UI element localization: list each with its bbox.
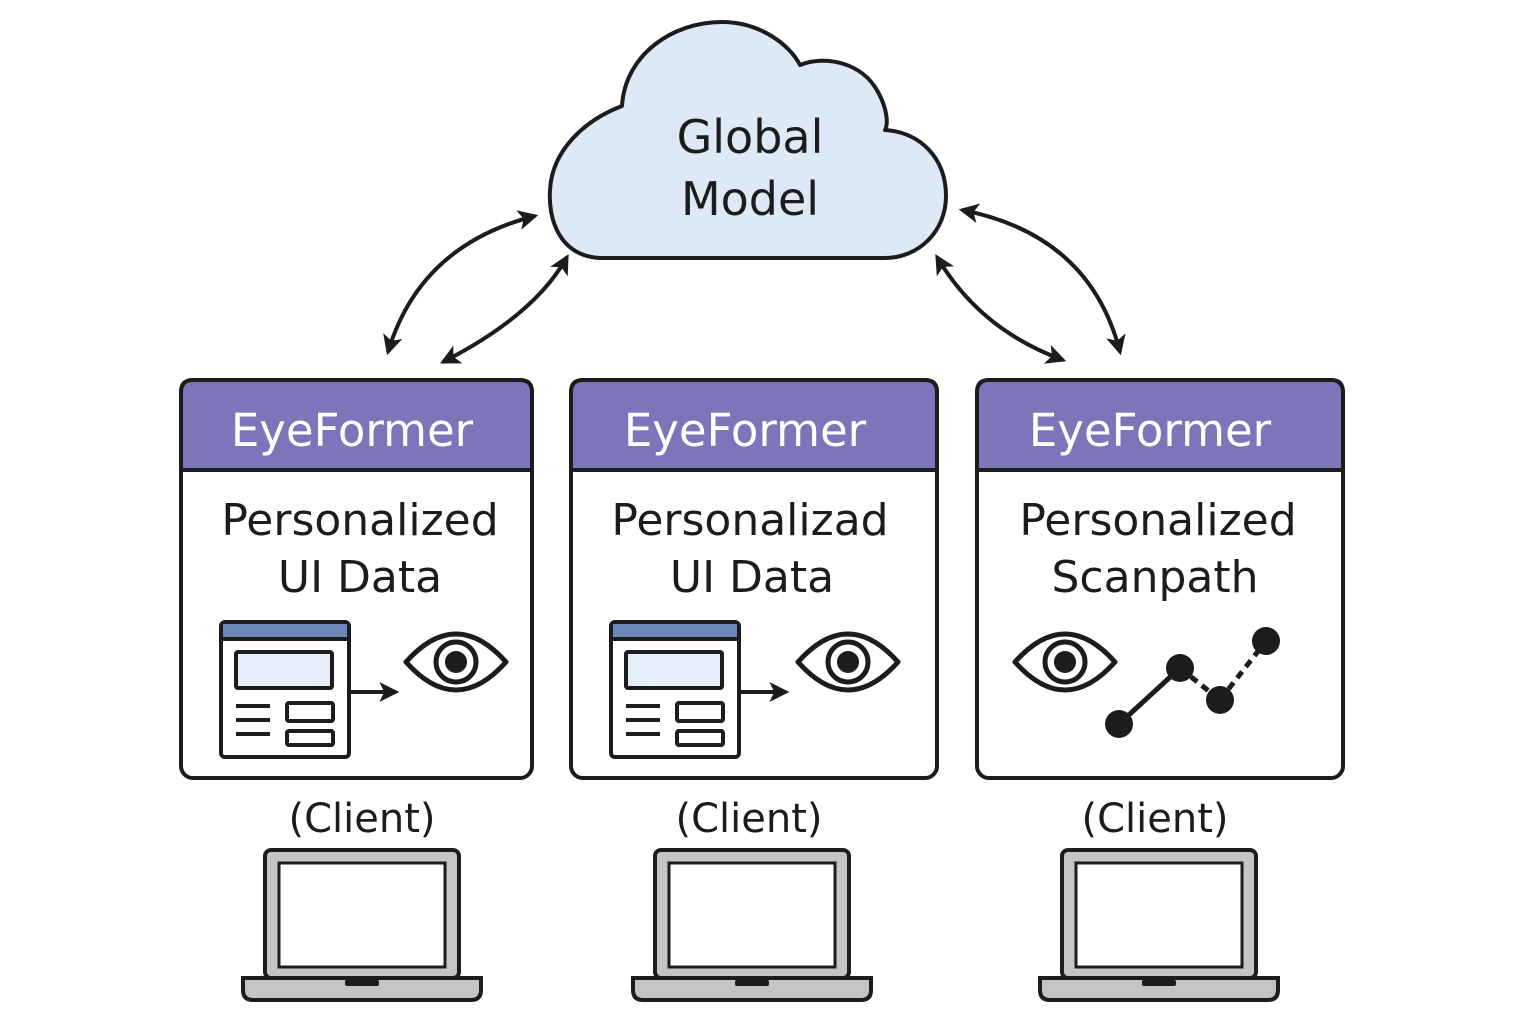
arrow-right-outer [958, 203, 1126, 356]
client-label-3: (Client) [1081, 796, 1228, 842]
laptop-icon-2 [631, 848, 873, 1002]
client-label-1: (Client) [288, 796, 435, 842]
card-title-line2: UI Data [278, 552, 442, 603]
global-model-cloud: Global Model [547, 20, 948, 260]
cloud-label-line1: Global [677, 110, 824, 164]
card-title-line1: Personalized [221, 495, 498, 546]
arrow-left-outer [383, 210, 539, 356]
card-header-title: EyeFormer [1029, 404, 1272, 457]
laptop-icon-1 [241, 848, 483, 1002]
card-title-line1: Personalizad [611, 495, 888, 546]
cloud-label-line2: Model [681, 172, 819, 226]
card-header [179, 378, 534, 472]
arrow-left-inner [440, 254, 569, 364]
scanpath-icon [1105, 627, 1280, 738]
client-card-3: EyeFormer Personalized Scanpath [975, 378, 1345, 780]
card-header [975, 378, 1345, 472]
card-header-title: EyeFormer [231, 404, 474, 457]
card-title-line2: Scanpath [1051, 552, 1258, 603]
client-label-2: (Client) [675, 796, 822, 842]
eye-icon [403, 631, 509, 693]
card-title-line1: Personalized [1019, 495, 1296, 546]
arrow-right-inner [935, 254, 1067, 364]
eye-icon [795, 631, 901, 693]
card-title-line2: UI Data [670, 552, 834, 603]
sync-arrows [383, 203, 1126, 364]
client-card-1: EyeFormer Personalized UI Data [179, 378, 534, 780]
cloud-icon [547, 20, 948, 260]
ui-window-icon [219, 620, 351, 759]
client-card-2: EyeFormer Personalizad UI Data [569, 378, 939, 780]
card-header-title: EyeFormer [624, 404, 867, 457]
laptop-icon-3 [1038, 848, 1280, 1002]
card-header [569, 378, 939, 472]
eye-icon [1012, 631, 1118, 693]
ui-window-icon [609, 620, 741, 759]
